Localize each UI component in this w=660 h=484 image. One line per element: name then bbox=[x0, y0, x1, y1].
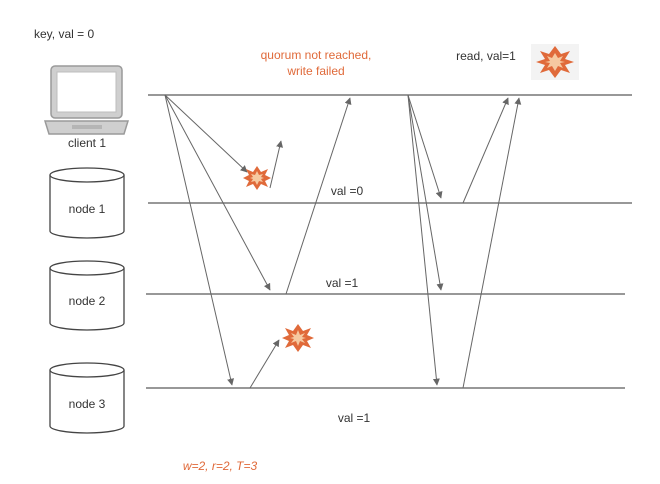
node-1-label: node 1 bbox=[69, 202, 106, 216]
read-result-label: read, val=1 bbox=[456, 49, 516, 63]
initial-state-label: key, val = 0 bbox=[34, 27, 94, 41]
laptop-icon bbox=[43, 65, 130, 135]
read-response-node-3 bbox=[462, 97, 522, 389]
node-2-label: node 2 bbox=[69, 294, 106, 308]
node-3-label: node 3 bbox=[69, 397, 106, 411]
lost-ack-arrow-node-3 bbox=[249, 339, 280, 389]
write-failed-line-1: quorum not reached, bbox=[261, 48, 372, 62]
write-arrow-to-node-2 bbox=[164, 94, 271, 291]
read-arrow-to-node-3 bbox=[407, 94, 440, 386]
write-failed-line-2: write failed bbox=[286, 64, 344, 78]
read-arrow-to-node-2 bbox=[407, 94, 444, 291]
ack-arrow-node-2 bbox=[285, 97, 352, 295]
node-1-value-label: val =0 bbox=[331, 184, 364, 198]
client-label: client 1 bbox=[68, 136, 106, 150]
lost-ack-arrow-node-1 bbox=[269, 140, 283, 189]
explosion-icon-node-1 bbox=[243, 166, 271, 190]
quorum-params-label: w=2, r=2, T=3 bbox=[183, 459, 258, 473]
node-1-database-icon bbox=[49, 167, 125, 239]
write-arrow-to-node-1 bbox=[164, 94, 248, 173]
read-response-node-1 bbox=[462, 97, 509, 204]
node-3-database-icon bbox=[49, 362, 125, 434]
read-arrow-to-node-1 bbox=[407, 94, 443, 199]
node-3-value-label: val =1 bbox=[338, 411, 371, 425]
node-2-value-label: val =1 bbox=[326, 276, 359, 290]
explosion-icon-read-conflict bbox=[531, 44, 579, 80]
write-arrow-to-node-3 bbox=[164, 94, 234, 386]
node-2-database-icon bbox=[49, 260, 125, 331]
explosion-icon-node-3 bbox=[282, 324, 314, 352]
